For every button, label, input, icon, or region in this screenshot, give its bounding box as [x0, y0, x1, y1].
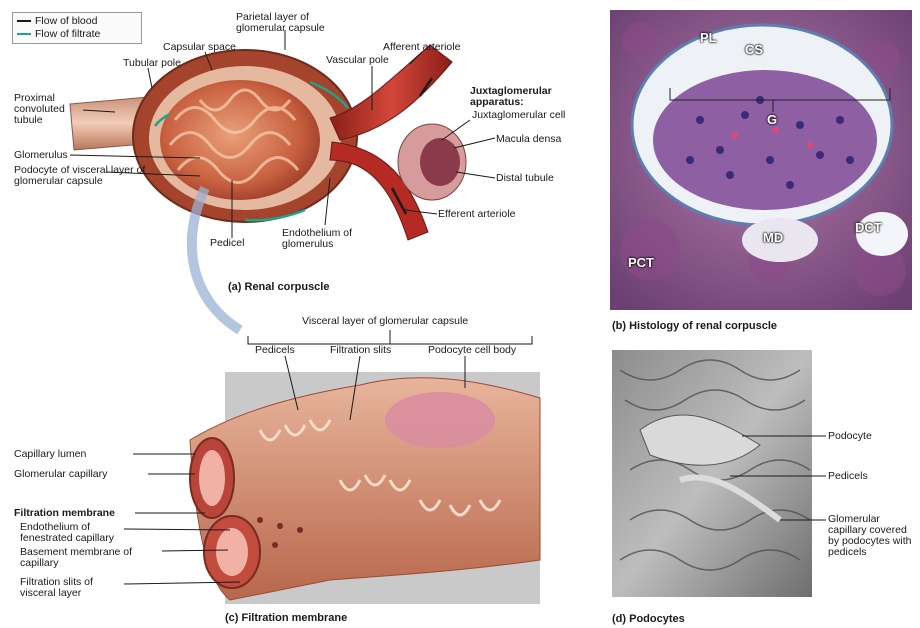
blood-arrow-icon	[17, 20, 31, 22]
hist-label-cs: CS	[745, 42, 763, 57]
caption-d: (d) Podocytes	[612, 613, 685, 625]
hist-label-dct: DCT	[855, 220, 882, 235]
label-tubular-pole: Tubular pole	[123, 58, 181, 69]
label-vascular-pole: Vascular pole	[326, 55, 389, 66]
renal-corpuscle-drawing	[70, 45, 466, 240]
legend-blood: Flow of blood	[17, 15, 97, 27]
label-jg-cell: Juxtaglomerular cell	[472, 110, 592, 121]
label-proximal-tubule: Proximal convoluted tubule	[14, 93, 84, 126]
label-jga-title: Juxtaglomerular apparatus:	[470, 86, 600, 108]
label-afferent-arteriole: Afferent arteriole	[383, 42, 460, 53]
label-pedicel: Pedicel	[210, 238, 244, 249]
label-pedicels-sem: Pedicels	[828, 471, 868, 482]
caption-b: (b) Histology of renal corpuscle	[612, 320, 777, 332]
label-distal-tubule: Distal tubule	[496, 173, 554, 184]
label-endothelium-glomerulus: Endothelium of glomerulus	[282, 228, 372, 250]
label-parietal-layer: Parietal layer of glomerular capsule	[236, 12, 356, 34]
label-slits-visceral: Filtration slits of visceral layer	[20, 577, 128, 599]
label-capillary-covered: Glomerular capillary covered by podocyte…	[828, 514, 916, 558]
label-podocyte-sem: Podocyte	[828, 431, 872, 442]
label-fenestrated-endothelium: Endothelium of fenestrated capillary	[20, 522, 135, 544]
label-glomerular-capillary: Glomerular capillary	[14, 469, 107, 480]
hist-label-g: G	[767, 112, 777, 127]
label-capsular-space: Capsular space	[163, 42, 236, 53]
legend-filtrate: Flow of filtrate	[17, 28, 100, 40]
podocyte-micrograph	[612, 350, 812, 597]
caption-a: (a) Renal corpuscle	[228, 281, 329, 293]
label-capillary-lumen: Capillary lumen	[14, 449, 86, 460]
label-basement-membrane: Basement membrane of capillary	[20, 547, 165, 569]
hist-label-md: MD	[763, 230, 783, 245]
filtration-membrane-drawing	[190, 372, 540, 604]
hist-label-pct: PCT	[628, 255, 654, 270]
label-macula-densa: Macula densa	[496, 134, 561, 145]
label-filtration-slits: Filtration slits	[330, 345, 391, 356]
label-visceral-layer: Visceral layer of glomerular capsule	[302, 316, 468, 327]
label-pedicels-c: Pedicels	[255, 345, 295, 356]
label-podocyte-cell-body: Podocyte cell body	[428, 345, 516, 356]
label-filtration-membrane: Filtration membrane	[14, 508, 115, 519]
hist-label-pl: PL	[700, 30, 717, 45]
filtrate-arrow-icon	[17, 33, 31, 35]
flow-legend: Flow of blood Flow of filtrate	[12, 12, 142, 44]
caption-c: (c) Filtration membrane	[225, 612, 347, 624]
label-efferent-arteriole: Efferent arteriole	[438, 209, 515, 220]
label-glomerulus: Glomerulus	[14, 150, 68, 161]
label-podocyte-visceral: Podocyte of visceral layer of glomerular…	[14, 165, 159, 187]
